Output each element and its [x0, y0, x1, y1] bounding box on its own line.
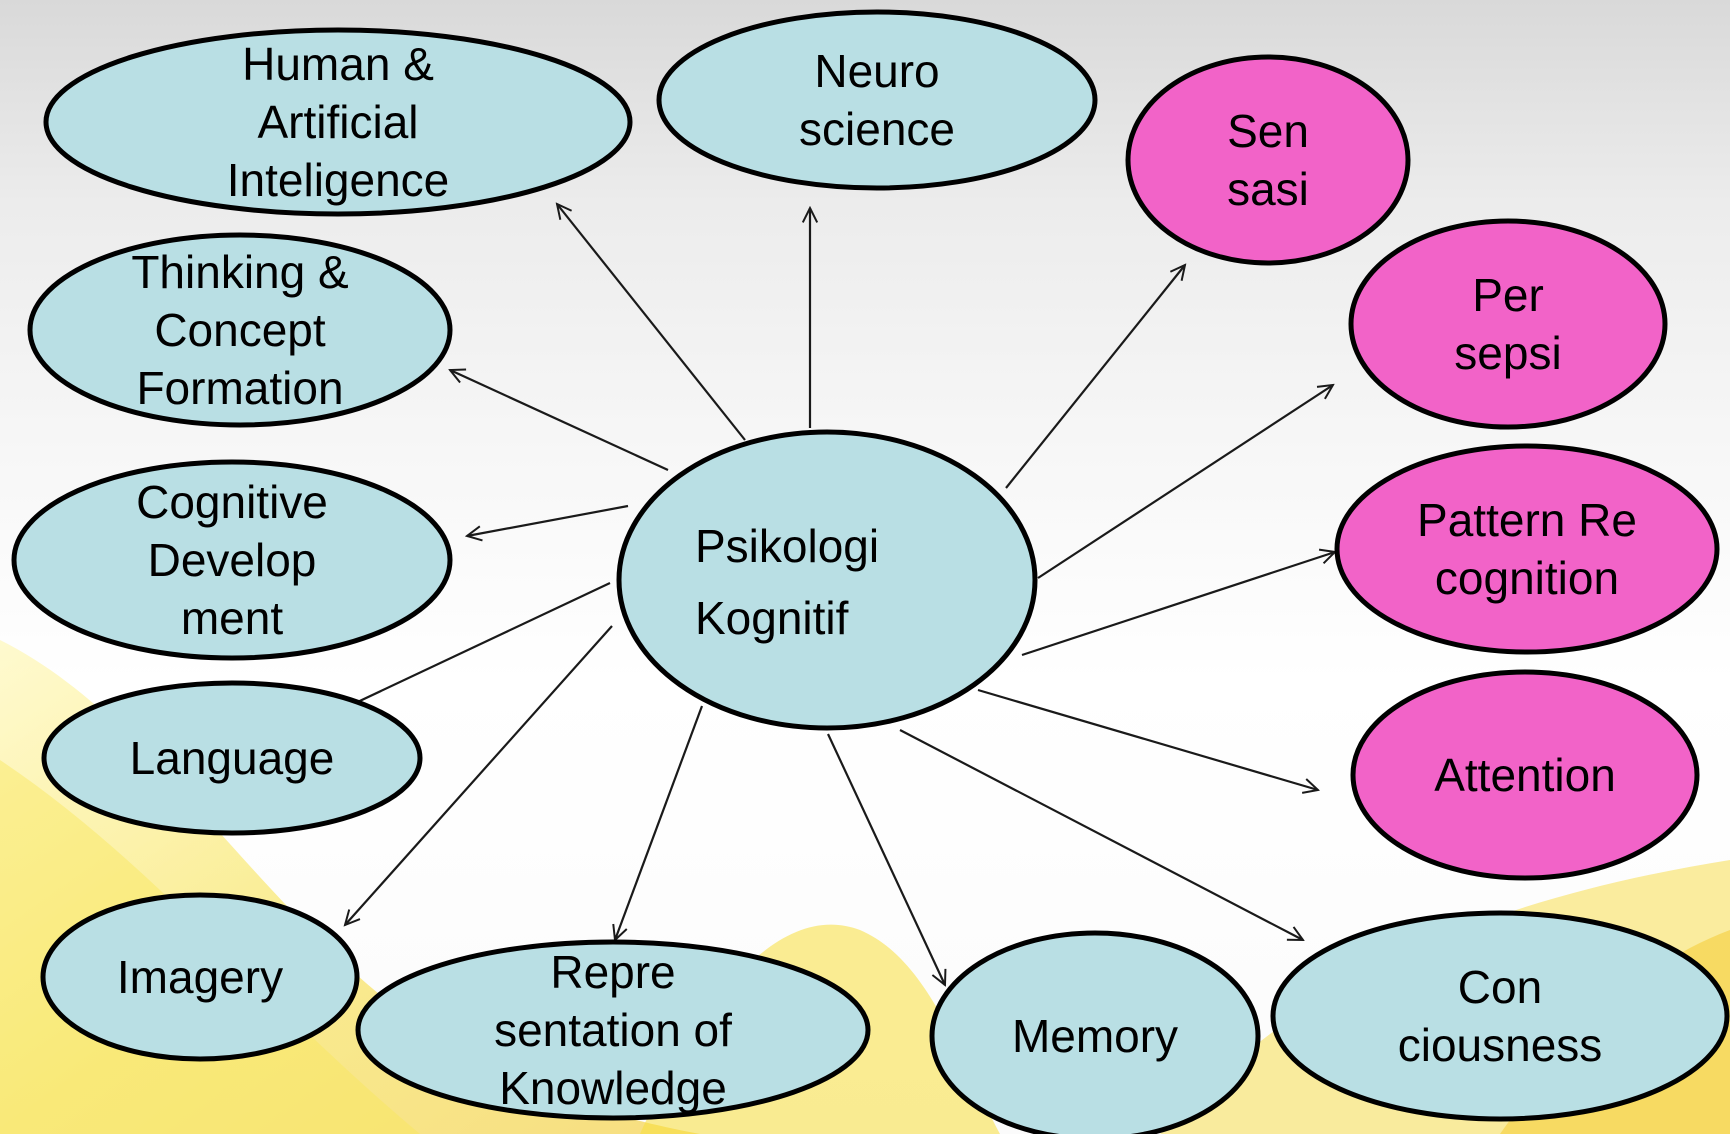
- node-label-pattern-recognition: Pattern Re cognition: [1417, 494, 1637, 604]
- node-ellipse-sensasi: [1125, 54, 1411, 266]
- arrow-to-conciousness: [899, 729, 1303, 940]
- node-label-line: Sen: [1227, 105, 1309, 157]
- node-label-line: sepsi: [1454, 327, 1561, 379]
- arrow-to-thinking-concept-formation: [450, 370, 669, 471]
- arrow-to-imagery: [345, 625, 613, 925]
- node-label-line: Artificial: [257, 96, 418, 148]
- node-label-neuro-science: Neuro science: [799, 45, 955, 155]
- node-imagery[interactable]: Imagery: [40, 892, 360, 1062]
- connector-arrows: [330, 204, 1335, 985]
- arrow-to-memory: [827, 733, 945, 985]
- node-label-line: Attention: [1434, 749, 1616, 801]
- node-ellipse-human-artificial-intelligence: [43, 27, 633, 217]
- node-label-line: Concept: [154, 304, 326, 356]
- node-label-line: Formation: [136, 362, 343, 414]
- central-node-ellipse: [616, 429, 1038, 731]
- central-node-label: Psikologi Kognitif: [695, 520, 892, 644]
- arrow-to-language: [330, 582, 611, 715]
- node-label-line: Human &: [242, 38, 434, 90]
- node-ellipse-persepsi: [1348, 218, 1668, 430]
- node-ellipse-attention: [1350, 669, 1700, 881]
- node-ellipse-representation-of-knowledge: [355, 939, 871, 1121]
- arrow-to-sensasi: [1005, 265, 1185, 489]
- node-label-line: cognition: [1435, 552, 1619, 604]
- node-label-line: Repre: [550, 946, 675, 998]
- node-ellipse-language: [41, 680, 423, 836]
- node-label-line: Thinking &: [131, 246, 348, 298]
- node-label-line: Per: [1472, 269, 1544, 321]
- node-language[interactable]: Language: [41, 680, 423, 836]
- node-ellipse-neuro-science: [656, 9, 1098, 191]
- node-persepsi[interactable]: Per sepsi: [1348, 218, 1668, 430]
- node-label-line: Neuro: [814, 45, 939, 97]
- node-label-line: Pattern Re: [1417, 494, 1637, 546]
- node-label-line: ment: [181, 592, 283, 644]
- node-neuro-science[interactable]: Neuro science: [656, 9, 1098, 191]
- node-label-sensasi: Sen sasi: [1227, 105, 1309, 215]
- node-conciousness[interactable]: Con ciousness: [1270, 910, 1730, 1122]
- node-sensasi[interactable]: Sen sasi: [1125, 54, 1411, 266]
- node-label-imagery: Imagery: [117, 951, 283, 1003]
- node-label-line: science: [799, 103, 955, 155]
- node-label-line: Memory: [1012, 1010, 1178, 1062]
- node-label-attention: Attention: [1434, 749, 1616, 801]
- node-label-language: Language: [130, 732, 335, 784]
- node-label-line: Con: [1458, 961, 1542, 1013]
- node-label-conciousness: Con ciousness: [1398, 961, 1603, 1071]
- arrow-to-representation-of-knowledge: [615, 705, 704, 940]
- arrow-to-pattern-recognition: [1021, 552, 1335, 657]
- node-ellipse-conciousness: [1270, 910, 1730, 1122]
- node-memory[interactable]: Memory: [929, 930, 1261, 1134]
- central-node-line-2: Kognitif: [695, 592, 849, 644]
- node-ellipse-memory: [929, 930, 1261, 1134]
- node-attention[interactable]: Attention: [1350, 669, 1700, 881]
- node-representation-of-knowledge[interactable]: Repre sentation of Knowledge: [355, 939, 871, 1121]
- arrow-to-attention: [977, 688, 1318, 790]
- node-ellipse-pattern-recognition: [1334, 443, 1720, 655]
- node-label-line: Cognitive: [136, 476, 328, 528]
- node-label-line: Imagery: [117, 951, 283, 1003]
- node-label-line: Develop: [148, 534, 317, 586]
- node-label-line: sentation of: [494, 1004, 732, 1056]
- node-label-line: Language: [130, 732, 335, 784]
- node-label-memory: Memory: [1012, 1010, 1178, 1062]
- node-ellipse-cognitive-development: [11, 459, 453, 661]
- arrow-to-persepsi: [1037, 385, 1333, 579]
- node-label-representation-of-knowledge: Repre sentation of Knowledge: [494, 946, 732, 1114]
- node-label-line: Knowledge: [499, 1062, 727, 1114]
- arrow-to-human-artificial-intelligence: [557, 204, 746, 441]
- node-label-persepsi: Per sepsi: [1454, 269, 1561, 379]
- node-pattern-recognition[interactable]: Pattern Re cognition: [1334, 443, 1720, 655]
- node-label-line: Inteligence: [227, 154, 450, 206]
- arrow-to-cognitive-development: [467, 504, 629, 536]
- node-label-line: ciousness: [1398, 1019, 1603, 1071]
- node-label-line: sasi: [1227, 163, 1309, 215]
- node-ellipse-thinking-concept-formation: [27, 232, 453, 428]
- node-ellipse-imagery: [40, 892, 360, 1062]
- central-node[interactable]: Psikologi Kognitif: [616, 429, 1038, 731]
- central-node-line-1: Psikologi: [695, 520, 879, 572]
